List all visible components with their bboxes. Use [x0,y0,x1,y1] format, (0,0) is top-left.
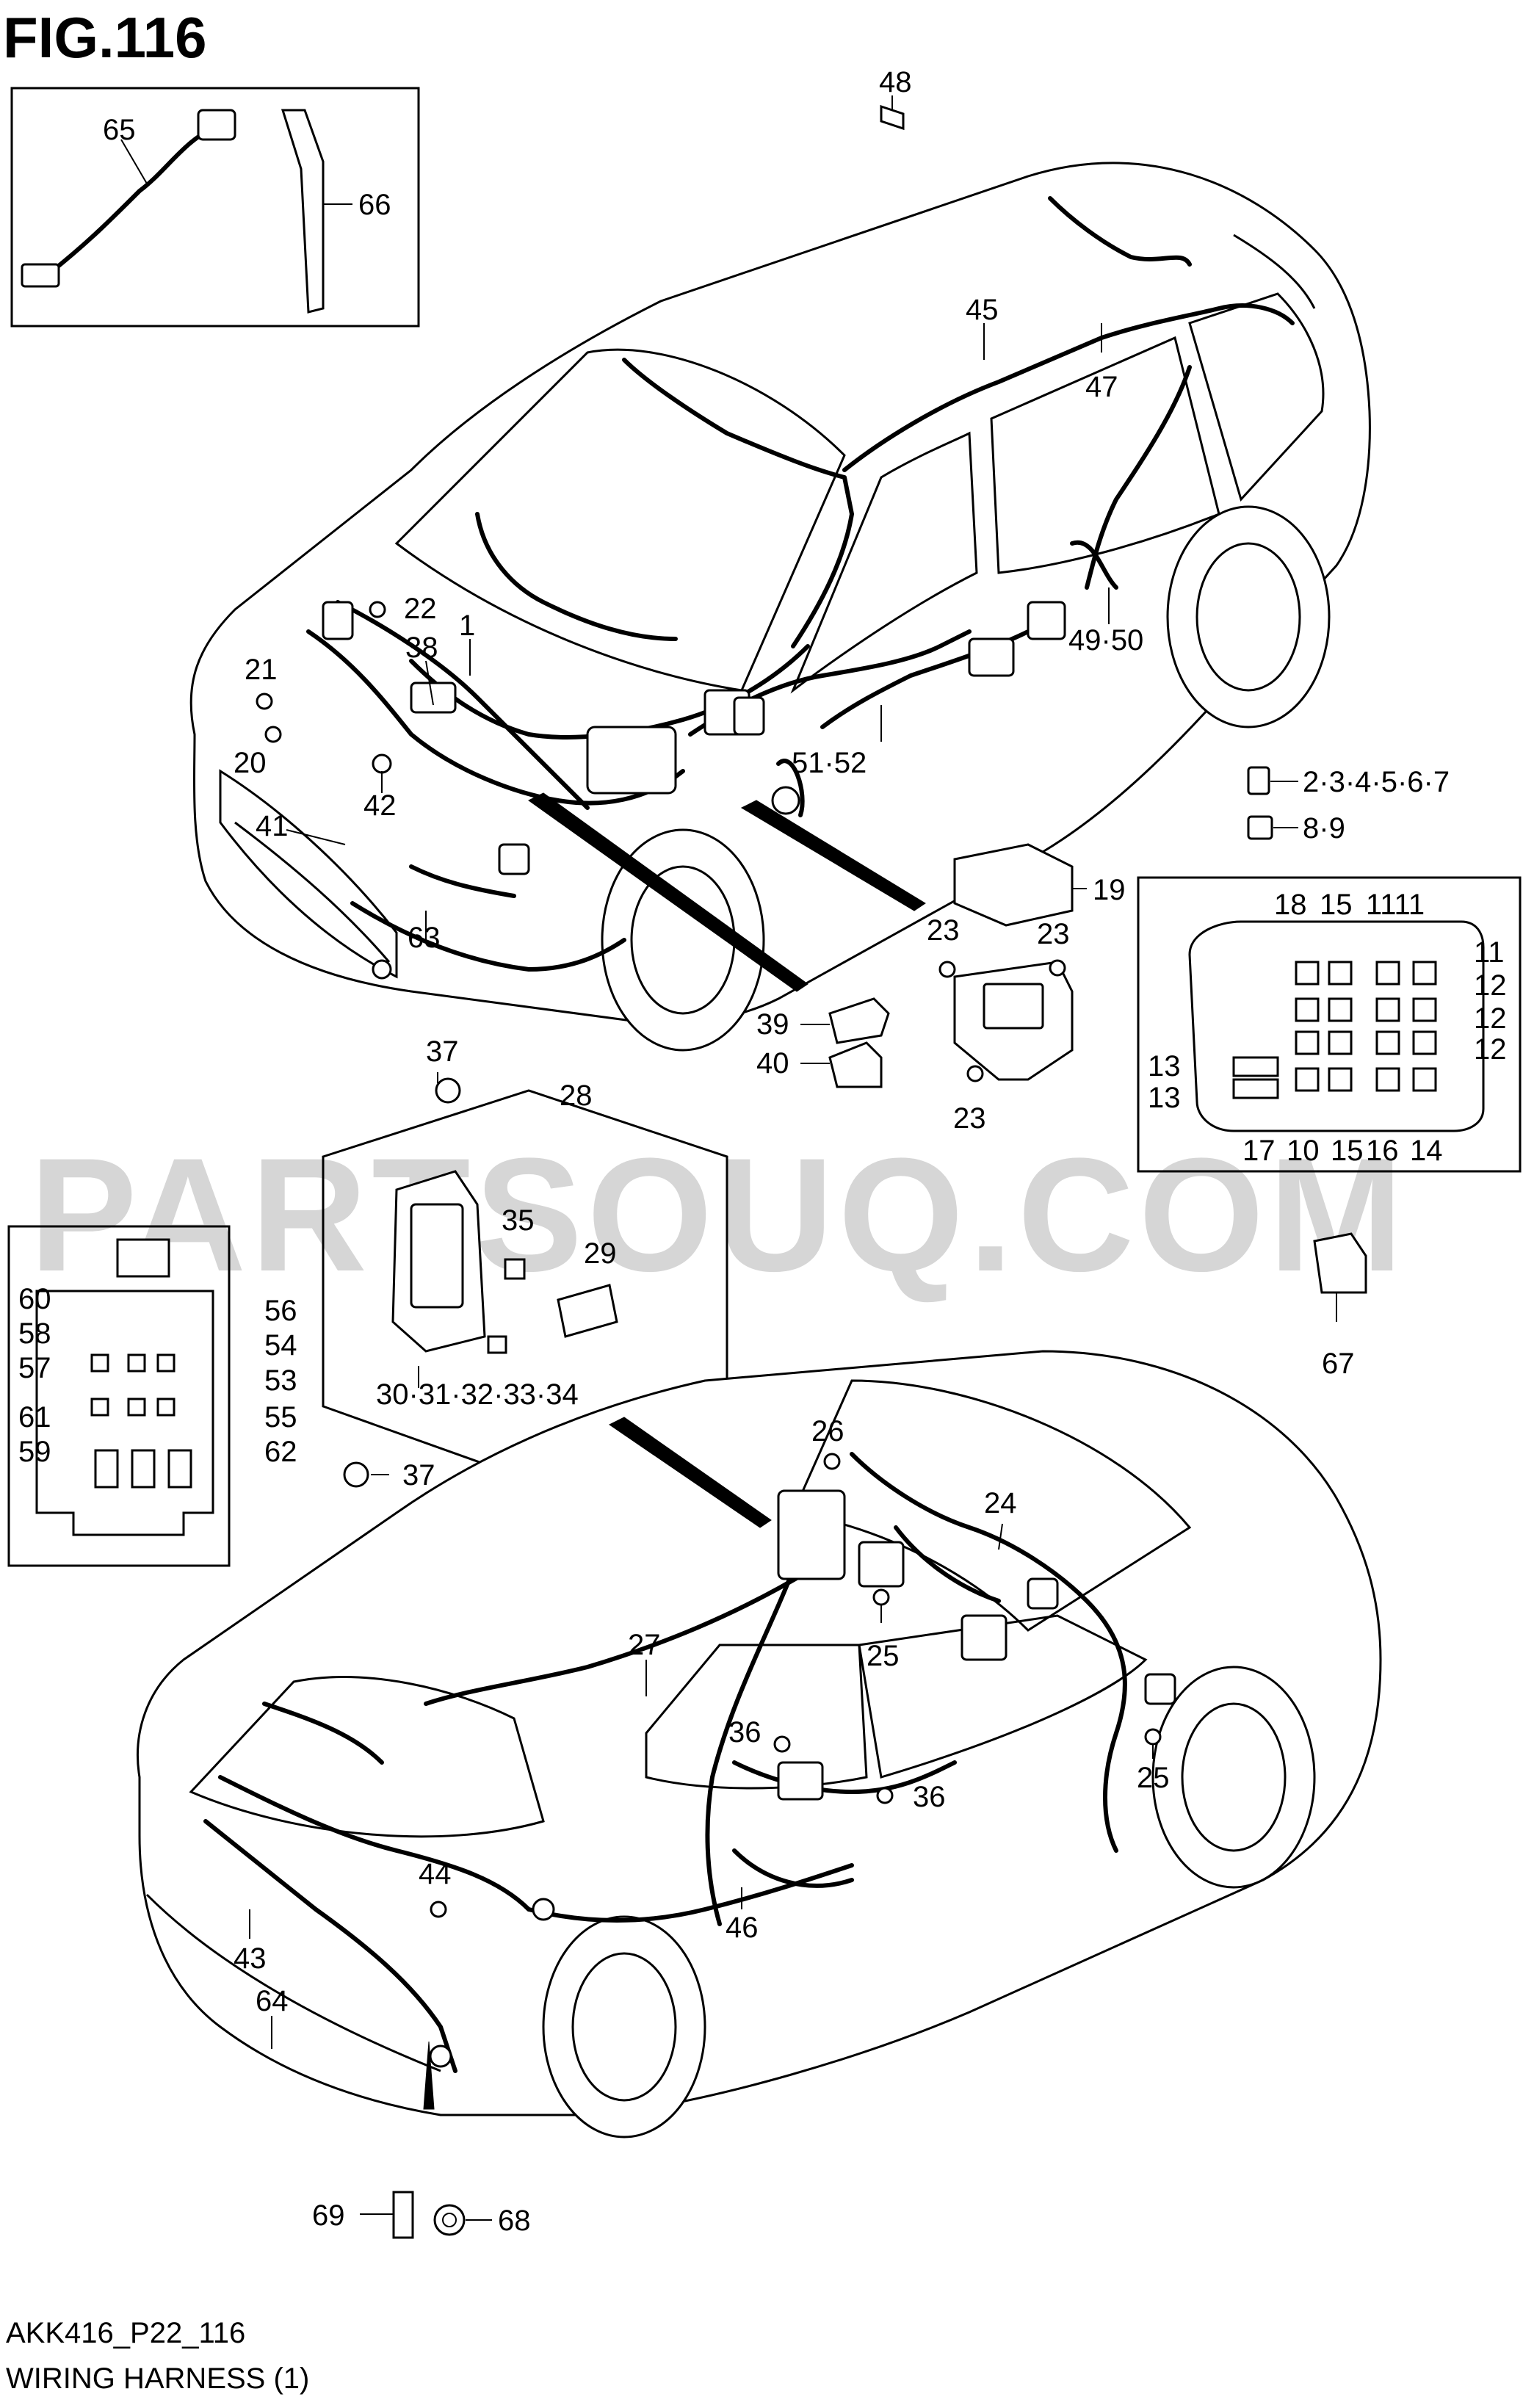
callout-18: 18 [1274,889,1307,921]
callout-16: 16 [1366,1135,1399,1167]
callout-48: 48 [879,66,912,98]
part-67: 67 [1313,1232,1367,1380]
inset-extension-harness: 65 66 [10,87,420,328]
watermark: PARTSOUQ.COM [29,1124,1408,1305]
figure-title: FIG.116 [3,5,207,70]
callout-23-a: 23 [927,914,960,947]
callout-63: 63 [408,922,441,954]
callout-23-b: 23 [1037,918,1070,950]
callout-12-a: 12 [1474,969,1507,1002]
junction-block-inset: 28 37 35 29 30·31·32·33·34 [322,1035,728,1481]
callout-15-top: 15 [1320,889,1353,921]
callout-23-c: 23 [953,1102,986,1135]
callout-69: 69 [312,2199,345,2232]
callout-56: 56 [264,1295,297,1327]
callout-51-52: 51·52 [792,747,867,779]
callout-21: 21 [245,654,278,686]
rear-harness [203,1417,1176,2110]
figure-caption: WIRING HARNESS (1) [6,2362,309,2395]
callout-1111: 1111 [1366,889,1425,921]
callout-35: 35 [502,1204,535,1237]
callout-60: 60 [18,1283,51,1315]
callout-1: 1 [459,610,475,642]
callout-37-top: 37 [426,1035,459,1068]
callout-26: 26 [811,1415,844,1447]
rear-car-body [137,1350,1382,2138]
callout-12-c: 12 [1474,1033,1507,1066]
callout-15-bottom: 15 [1331,1135,1364,1167]
callout-42: 42 [363,789,397,822]
relay-parts: 2·3·4·5·6·7 8·9 [1247,766,1450,845]
front-harness [306,196,1295,992]
callout-68: 68 [498,2205,531,2237]
callout-58: 58 [18,1317,51,1350]
callout-22: 22 [404,593,437,625]
callout-8-9: 8·9 [1303,812,1345,845]
callout-25-a: 25 [867,1640,900,1672]
callout-41: 41 [256,810,289,842]
callout-40: 40 [756,1047,789,1080]
engine-fuse-box-detail: 18 15 1111 11 12 12 12 13 13 17 10 15 16… [1137,876,1522,1173]
callout-59: 59 [18,1436,51,1468]
callout-67: 67 [1322,1348,1355,1380]
interior-fuse-panel-detail: 60 58 57 61 59 56 54 53 55 62 [7,1225,297,1567]
callout-36-a: 36 [728,1716,762,1749]
callout-30-34: 30·31·32·33·34 [376,1378,579,1411]
callout-61: 61 [18,1401,51,1433]
callout-14: 14 [1410,1135,1443,1167]
callout-12-b: 12 [1474,1002,1507,1035]
callout-10: 10 [1287,1135,1320,1167]
callout-13-b: 13 [1148,1082,1181,1114]
callout-37-bottom: 37 [402,1459,435,1492]
callout-13-a: 13 [1148,1050,1181,1082]
callout-46: 46 [726,1912,759,1944]
callout-66: 66 [358,189,391,221]
callout-39: 39 [756,1008,789,1041]
callout-17: 17 [1242,1135,1276,1167]
callout-54: 54 [264,1329,297,1362]
callout-29: 29 [584,1237,617,1270]
rear-car-callouts: 26 24 27 25 25 36 36 44 46 43 64 69 68 [234,1415,1170,2239]
callout-38: 38 [405,632,438,664]
callout-36-b: 36 [913,1781,946,1813]
callout-49-50: 49·50 [1068,624,1143,657]
callout-47: 47 [1085,371,1118,403]
front-car-callouts: 48 45 47 22 38 1 21 20 41 42 63 49·50 51… [234,66,1143,954]
callout-27: 27 [628,1629,661,1661]
callout-2-3-4-5-6-7: 2·3·4·5·6·7 [1303,766,1450,798]
callout-57: 57 [18,1352,51,1384]
callout-62: 62 [264,1436,297,1468]
callout-53: 53 [264,1364,297,1397]
figure-code: AKK416_P22_116 [6,2317,245,2349]
callout-44: 44 [419,1858,452,1890]
engine-relay-box: 19 23 23 23 39 40 [756,843,1126,1135]
front-car-body [189,162,1371,1052]
callout-24: 24 [984,1487,1017,1519]
callout-11: 11 [1474,936,1505,969]
callout-64: 64 [256,1985,289,2017]
callout-45: 45 [966,294,999,326]
callout-25-b: 25 [1137,1762,1170,1794]
callout-28: 28 [560,1080,593,1112]
callout-20: 20 [234,747,267,779]
callout-19: 19 [1093,874,1126,906]
callout-43: 43 [234,1942,267,1975]
callout-55: 55 [264,1401,297,1433]
callout-65: 65 [103,114,136,146]
